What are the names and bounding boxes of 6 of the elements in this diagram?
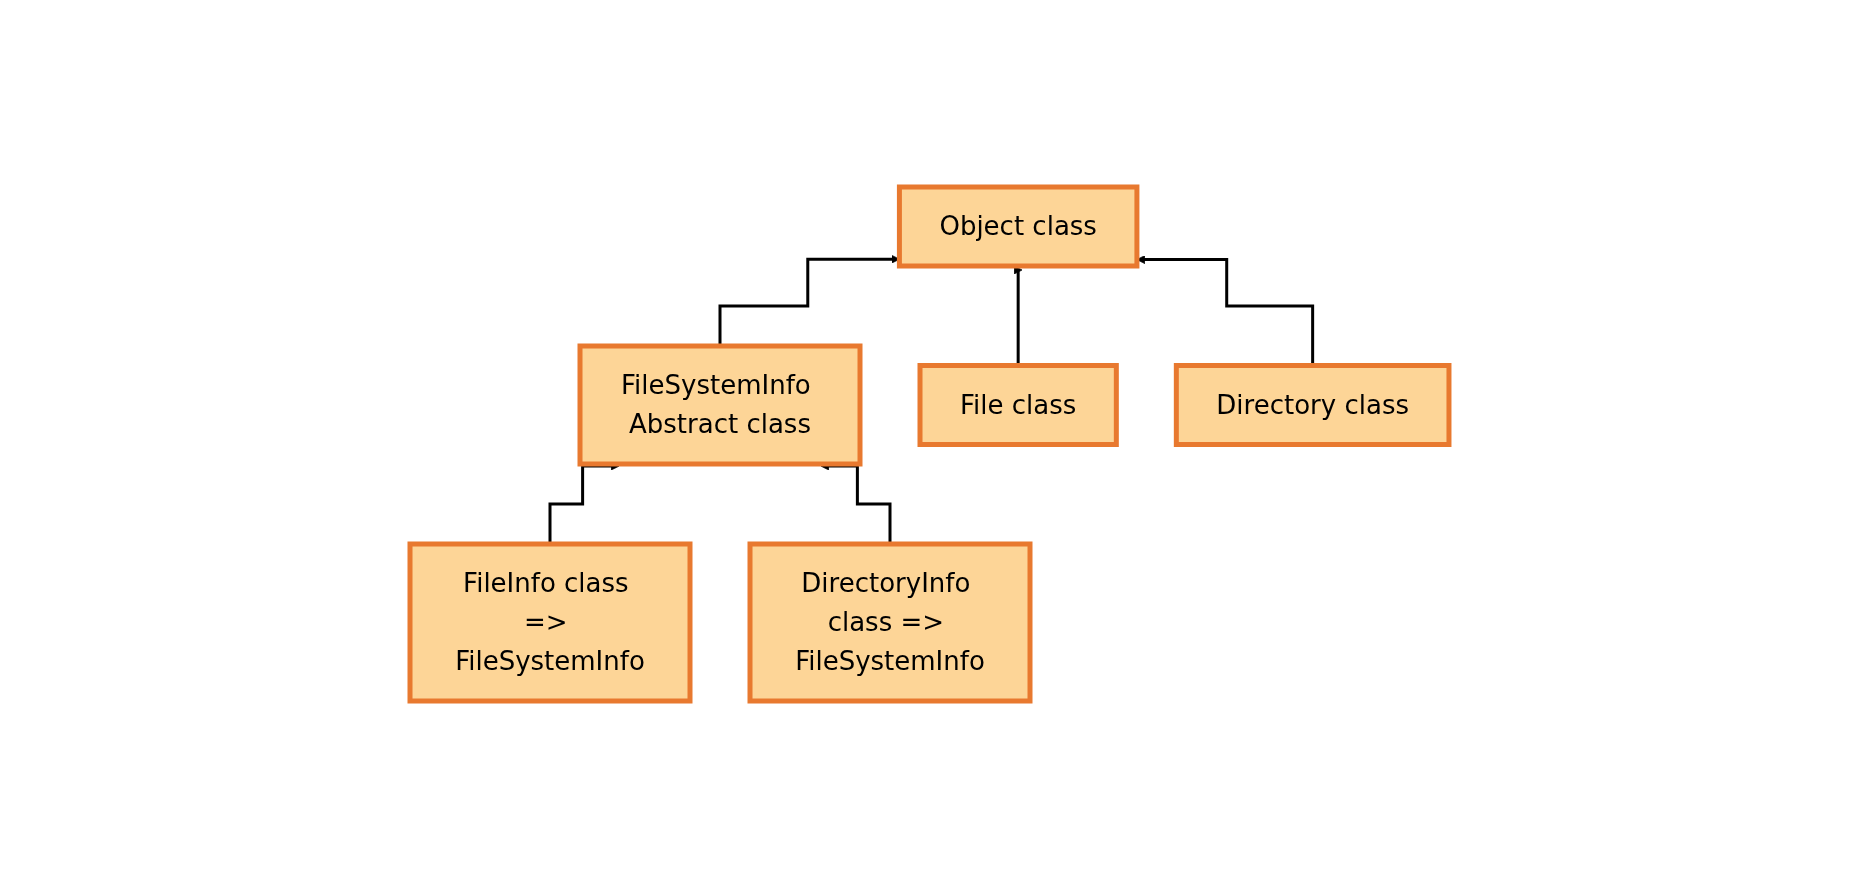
node-box: DirectoryInfo class => FileSystemInfo xyxy=(747,541,1033,703)
node-box: File class xyxy=(917,362,1119,447)
node-box: FileSystemInfo Abstract class xyxy=(577,343,863,466)
node-box: Object class xyxy=(896,184,1140,268)
node-box: Directory class xyxy=(1173,362,1452,447)
node-box: FileInfo class => FileSystemInfo xyxy=(407,541,693,703)
